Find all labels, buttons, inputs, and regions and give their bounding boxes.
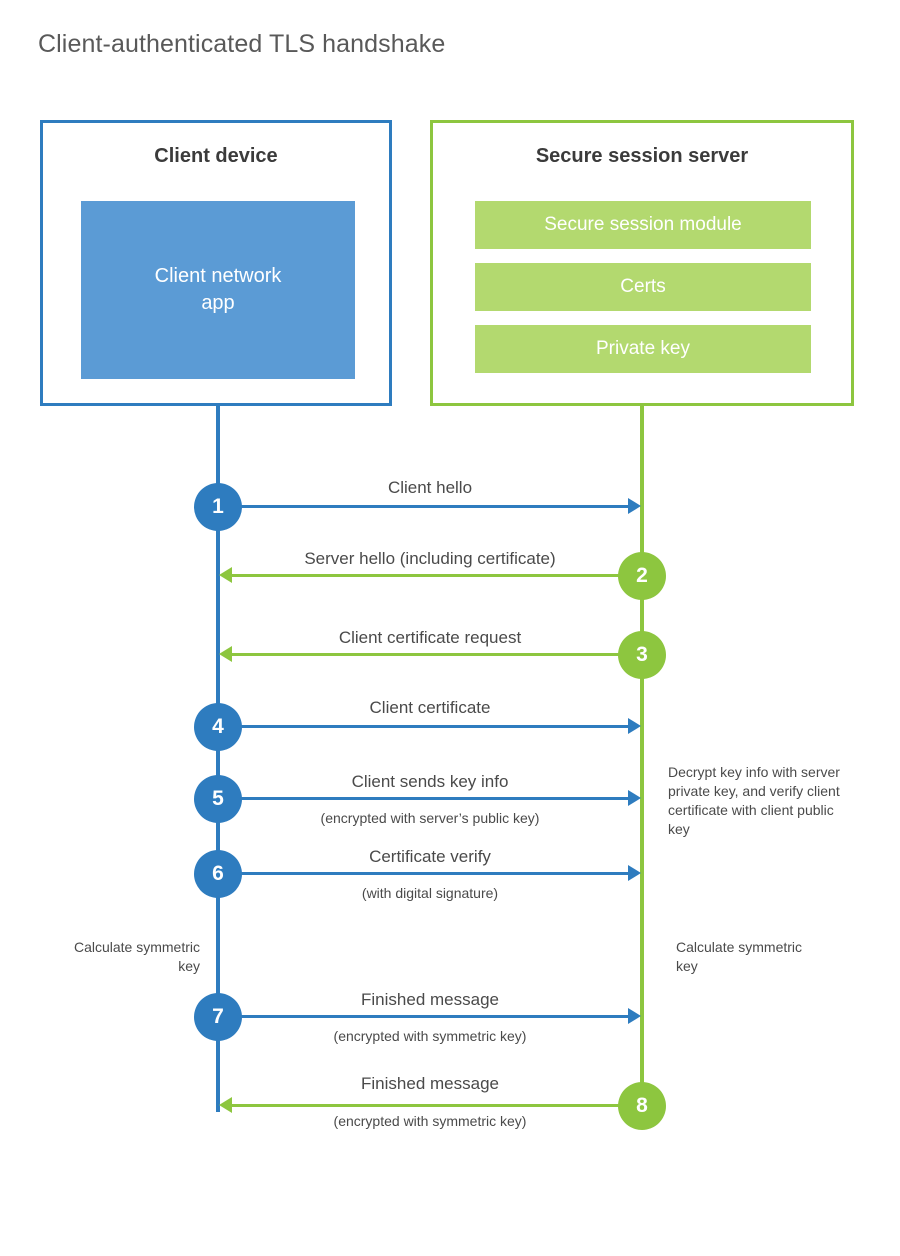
client-lifeline	[216, 406, 220, 1112]
page-title: Client-authenticated TLS handshake	[38, 30, 446, 58]
step-2-label: Server hello (including certificate)	[304, 549, 556, 568]
step-4-marker[interactable]: 4	[194, 703, 242, 751]
step-2-arrow-head	[219, 567, 232, 583]
step-4-arrow-head	[628, 718, 641, 734]
step-6-sublabel: (with digital signature)	[361, 885, 499, 901]
secure-session-server-box: Secure session server Secure session mod…	[430, 120, 854, 406]
step-5-arrow-head	[628, 790, 641, 806]
step-8-label: Finished message	[361, 1074, 499, 1093]
server-block-label: Secure session module	[544, 214, 742, 235]
server-block-certs: Certs	[475, 263, 811, 311]
server-block-label: Certs	[620, 276, 666, 297]
step-8-sublabel: (encrypted with symmetric key)	[333, 1113, 527, 1129]
step-5-sublabel: (encrypted with server’s public key)	[320, 810, 540, 826]
step-3-arrow-head	[219, 646, 232, 662]
step-6-marker[interactable]: 6	[194, 850, 242, 898]
step-6-label: Certificate verify	[369, 847, 491, 866]
step-8-marker[interactable]: 8	[618, 1082, 666, 1130]
step-1-arrow-head	[628, 498, 641, 514]
step-1-marker[interactable]: 1	[194, 483, 242, 531]
client-calculate-symmetric-key-note: Calculate symmetric key	[73, 939, 200, 974]
step-4-label: Client certificate	[369, 698, 491, 717]
server-block-label: Private key	[596, 338, 690, 359]
step-2-arrow-line	[232, 574, 642, 577]
step-6-arrow-head	[628, 865, 641, 881]
step-4-arrow-line	[218, 725, 628, 728]
step-7-marker[interactable]: 7	[194, 993, 242, 1041]
step-7-sublabel: (encrypted with symmetric key)	[333, 1028, 527, 1044]
server-block-private-key: Private key	[475, 325, 811, 373]
step-5-label: Client sends key info	[351, 772, 509, 791]
client-device-title: Client device	[154, 145, 278, 167]
step-8-arrow-head	[219, 1097, 232, 1113]
server-block-secure-session-module: Secure session module	[475, 201, 811, 249]
step-7-label: Finished message	[361, 990, 499, 1009]
server-decrypt-note: Decrypt key info with server private key…	[668, 764, 840, 837]
step-3-marker[interactable]: 3	[618, 631, 666, 679]
step-6-arrow-line	[218, 872, 628, 875]
step-2-marker[interactable]: 2	[618, 552, 666, 600]
step-7-arrow-line	[218, 1015, 628, 1018]
step-7-arrow-head	[628, 1008, 641, 1024]
step-3-arrow-line	[232, 653, 642, 656]
server-calculate-symmetric-key-note: Calculate symmetric key	[676, 939, 803, 974]
secure-session-server-title: Secure session server	[535, 145, 749, 167]
step-3-label: Client certificate request	[338, 628, 522, 647]
server-lifeline	[640, 406, 644, 1106]
step-1-arrow-line	[218, 505, 628, 508]
step-5-arrow-line	[218, 797, 628, 800]
step-5-marker[interactable]: 5	[194, 775, 242, 823]
step-8-arrow-line	[232, 1104, 642, 1107]
step-1-label: Client hello	[387, 478, 473, 497]
